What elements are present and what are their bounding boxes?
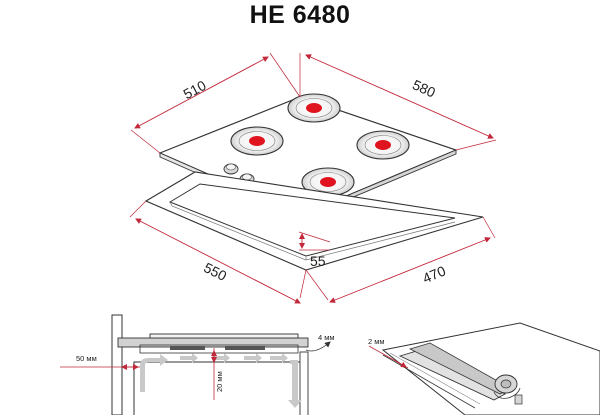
burner-right bbox=[356, 130, 410, 160]
dimension-label-cutout-depth: 470 bbox=[420, 262, 448, 286]
wall bbox=[111, 314, 123, 416]
worktop bbox=[117, 337, 309, 348]
edge-gap-label: 4 мм bbox=[318, 333, 335, 342]
control-knob bbox=[223, 163, 239, 175]
dimension-55: 55 bbox=[298, 231, 331, 269]
wall-gap-label: 50 мм bbox=[76, 354, 97, 363]
burner-back bbox=[287, 93, 341, 123]
dimension-label-depth: 510 bbox=[181, 77, 209, 102]
section-view: 4 мм 50 мм 20 мм bbox=[60, 314, 335, 418]
detail-worktop bbox=[381, 322, 600, 416]
seal-gap-label: 2 мм bbox=[368, 337, 385, 346]
airflow-arrows bbox=[140, 353, 302, 408]
burner-front bbox=[301, 167, 355, 197]
dimension-label-height: 55 bbox=[310, 253, 326, 269]
hob-section bbox=[149, 333, 299, 339]
dimension-label-width: 580 bbox=[410, 76, 438, 100]
dimension-label-cutout-width: 550 bbox=[201, 259, 229, 284]
burner-left bbox=[230, 126, 284, 156]
air-gap-label: 20 мм bbox=[215, 371, 224, 392]
edge-gap-arrow bbox=[305, 341, 331, 352]
detail-cutout-edge bbox=[398, 349, 506, 401]
seal-detail-view: 2 мм bbox=[368, 322, 600, 416]
model-title: HE 6480 bbox=[249, 1, 351, 29]
